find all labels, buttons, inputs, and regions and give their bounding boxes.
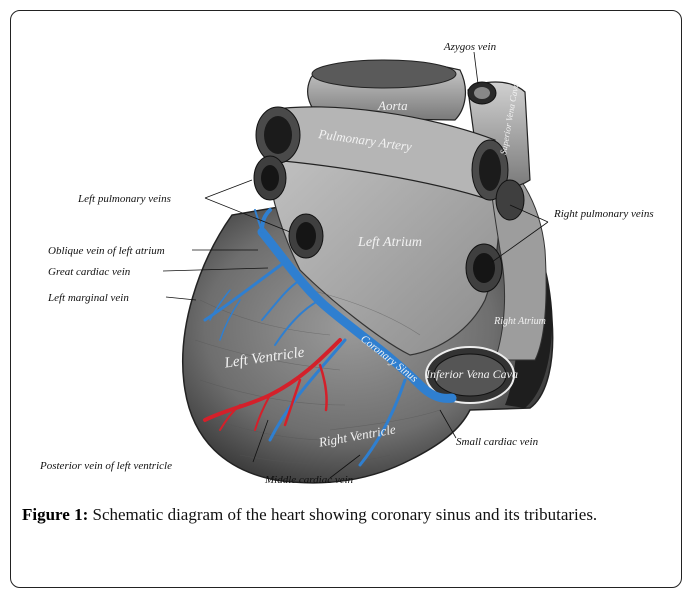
aorta-label: Aorta: [377, 98, 408, 113]
right-pulmonary-veins-label: Right pulmonary veins: [553, 208, 654, 220]
great-cardiac-vein-label: Great cardiac vein: [48, 266, 131, 278]
small-cardiac-vein-label: Small cardiac vein: [456, 436, 539, 448]
heart-illustration: Aorta Pulmonary Artery Superior Vena Cav…: [0, 0, 694, 500]
left-marginal-vein-label: Left marginal vein: [47, 292, 129, 304]
azygos-vein-label: Azygos vein: [443, 41, 497, 53]
left-atrium-label: Left Atrium: [357, 235, 422, 250]
left-pulmonary-veins-label: Left pulmonary veins: [77, 193, 171, 205]
posterior-vein-label: Posterior vein of left ventricle: [39, 460, 172, 472]
figure-caption: Figure 1: Schematic diagram of the heart…: [22, 502, 662, 528]
right-pulmonary-vein-upper: [496, 180, 524, 220]
inferior-vena-cava-label: Inferior Vena Cava: [425, 367, 518, 381]
figure-caption-text: Schematic diagram of the heart showing c…: [88, 505, 597, 524]
oblique-vein-label: Oblique vein of left atrium: [48, 245, 165, 257]
right-atrium-label: Right Atrium: [493, 316, 546, 327]
middle-cardiac-vein-label: Middle cardiac vein: [264, 474, 354, 486]
figure-caption-label: Figure 1:: [22, 505, 88, 524]
